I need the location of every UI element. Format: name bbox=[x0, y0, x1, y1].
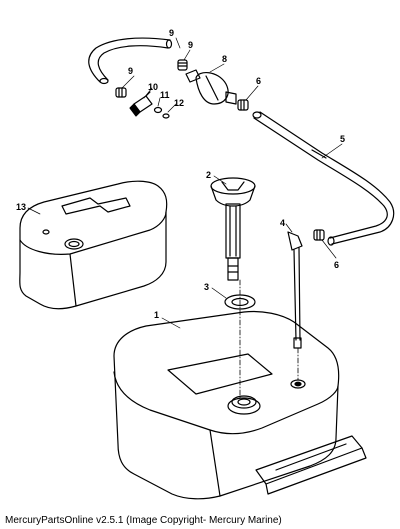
callout-11: 11 bbox=[160, 90, 170, 100]
part-small-fuel-tank bbox=[19, 180, 168, 310]
callouts: 9 9 8 9 10 11 12 6 5 2 4 6 3 1 13 bbox=[16, 28, 345, 320]
image-caption: MercuryPartsOnline v2.5.1 (Image Copyrig… bbox=[5, 515, 282, 526]
callout-13: 13 bbox=[16, 202, 26, 212]
callout-9-left: 9 bbox=[128, 66, 133, 76]
leader-lines bbox=[27, 37, 343, 329]
callout-5: 5 bbox=[340, 134, 345, 144]
part-hose-fitting-top bbox=[177, 59, 188, 71]
part-fuel-hose-long bbox=[252, 111, 395, 246]
part-hose-fitting-left bbox=[115, 87, 127, 98]
part-washer bbox=[153, 106, 163, 114]
callout-12: 12 bbox=[174, 98, 184, 108]
callout-1: 1 bbox=[154, 310, 159, 320]
callout-9-top: 9 bbox=[188, 40, 193, 50]
part-hose-fitting-right-upper bbox=[237, 99, 249, 111]
callout-7: 8 bbox=[222, 54, 227, 64]
callout-4: 4 bbox=[280, 218, 285, 228]
part-fuel-hose-upper bbox=[88, 37, 173, 85]
callout-8: 9 bbox=[169, 28, 174, 38]
fuel-tank-exploded-diagram: 9 9 8 9 10 11 12 6 5 2 4 6 3 1 13 bbox=[16, 28, 395, 500]
callout-6-upper: 6 bbox=[256, 76, 261, 86]
callout-6-lower: 6 bbox=[334, 260, 339, 270]
part-o-ring bbox=[162, 113, 170, 119]
callout-10: 10 bbox=[148, 82, 158, 92]
part-hose-fitting-right-lower bbox=[313, 229, 325, 241]
part-connector bbox=[129, 91, 153, 117]
callout-2: 2 bbox=[206, 170, 211, 180]
alignment-lines bbox=[239, 279, 299, 401]
part-pickup-tube bbox=[287, 231, 303, 349]
callout-3: 3 bbox=[204, 282, 209, 292]
part-primer-bulb bbox=[185, 69, 237, 105]
part-fuel-gauge bbox=[210, 177, 256, 281]
part-large-fuel-tank bbox=[113, 310, 367, 500]
